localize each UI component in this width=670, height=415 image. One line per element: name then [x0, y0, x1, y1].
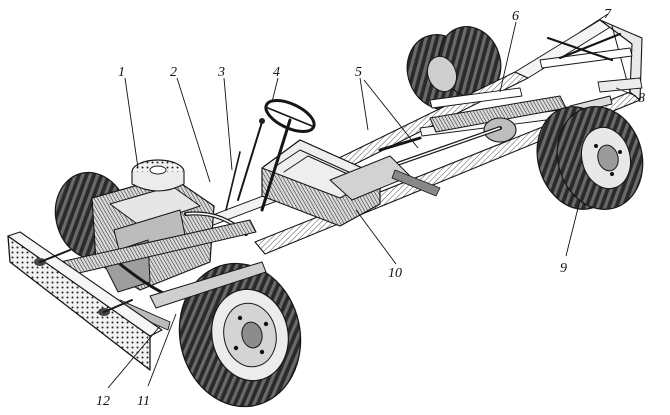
leader-5b	[363, 79, 419, 149]
front-right-wheel	[178, 262, 302, 408]
front-axle	[59, 219, 267, 331]
callout-9: 9	[560, 261, 567, 276]
leader-11	[147, 313, 177, 387]
leader-10	[355, 209, 397, 265]
leader-9	[565, 199, 581, 257]
callout-1: 1	[118, 65, 125, 80]
steering	[225, 99, 316, 212]
leader-1	[124, 77, 139, 169]
rear-right-wheel	[536, 106, 644, 210]
leader-12	[107, 325, 161, 389]
callout-labels: 1 2 3 4 5 6 7 8 9 10 11 12	[96, 7, 645, 409]
leader-2	[176, 77, 211, 183]
front-bumper	[7, 231, 163, 371]
callout-6: 6	[512, 9, 519, 24]
leader-5a	[359, 77, 369, 131]
callout-8: 8	[638, 91, 645, 106]
leader-6	[499, 21, 517, 93]
rear-left-wheels	[406, 26, 502, 110]
callout-12: 12	[96, 394, 110, 409]
transfer-case	[329, 136, 441, 201]
leader-lines	[107, 13, 637, 389]
callout-4: 4	[273, 65, 280, 80]
leader-8	[615, 87, 637, 97]
callout-2: 2	[170, 65, 177, 80]
leader-3	[223, 77, 233, 171]
callout-7: 7	[604, 7, 612, 22]
callout-10: 10	[388, 266, 402, 281]
leader-7	[579, 13, 609, 33]
callout-5: 5	[355, 65, 362, 80]
leader-4	[271, 77, 279, 103]
callout-11: 11	[137, 394, 150, 409]
callout-3: 3	[217, 65, 225, 80]
